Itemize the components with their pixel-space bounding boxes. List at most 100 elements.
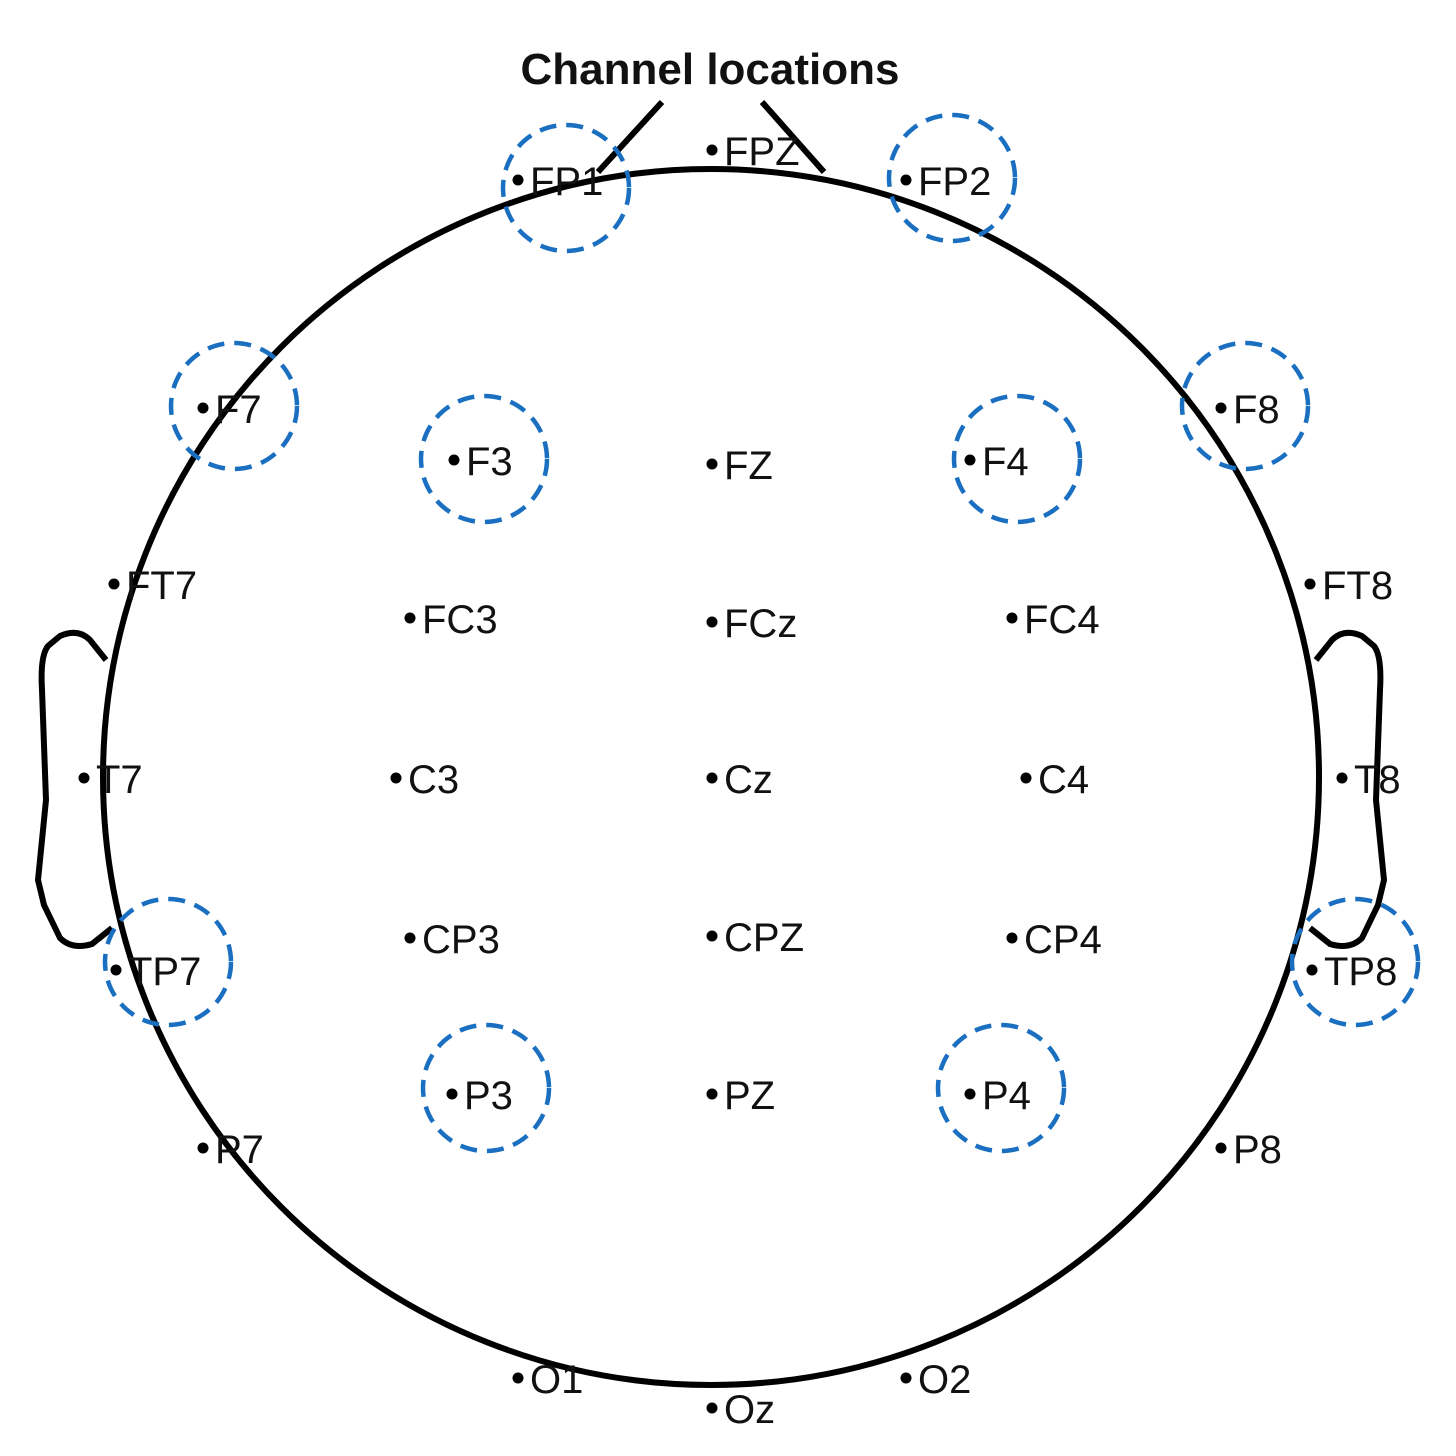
- electrode-dot: [446, 1088, 458, 1100]
- channel-ft8: FT8: [1304, 564, 1393, 608]
- electrode-dot: [900, 1372, 912, 1384]
- channel-f3: F3: [448, 440, 513, 484]
- electrode-dot: [1020, 772, 1032, 784]
- highlight-rings: [102, 112, 1421, 1154]
- electrode-label: C3: [408, 758, 459, 802]
- electrode-label: P3: [464, 1074, 513, 1118]
- electrode-dot: [390, 772, 402, 784]
- electrode-dot: [1006, 612, 1018, 624]
- highlight-ring-tp8: [1289, 896, 1421, 1028]
- channel-p7: P7: [197, 1128, 264, 1172]
- channel-p8: P8: [1215, 1128, 1282, 1172]
- electrode-dot: [78, 772, 90, 784]
- electrode-label: CP3: [422, 918, 500, 962]
- electrode-label: FT7: [126, 564, 197, 608]
- electrode-label: FT8: [1322, 564, 1393, 608]
- channel-cz: Cz: [706, 758, 773, 802]
- head-circle: [100, 166, 1322, 1388]
- electrode-dot: [404, 932, 416, 944]
- channel-tp7: TP7: [110, 950, 201, 994]
- electrode-dot: [964, 454, 976, 466]
- channel-c4: C4: [1020, 758, 1089, 802]
- electrode-label: TP7: [128, 950, 201, 994]
- electrode-dot: [1306, 964, 1318, 976]
- channel-o2: O2: [900, 1358, 971, 1402]
- electrode-dot: [706, 1088, 718, 1100]
- electrode-label: PZ: [724, 1074, 775, 1118]
- channel-ft7: FT7: [108, 564, 197, 608]
- electrode-label: P8: [1233, 1128, 1282, 1172]
- channel-fcz: FCz: [706, 602, 797, 646]
- channel-f4: F4: [964, 440, 1029, 484]
- electrode-dot: [1304, 578, 1316, 590]
- channel-p3: P3: [446, 1074, 513, 1118]
- electrode-label: F7: [215, 388, 262, 432]
- channel-fc3: FC3: [404, 598, 498, 642]
- electrode-label: Oz: [724, 1388, 775, 1432]
- channel-oz: Oz: [706, 1388, 775, 1432]
- electrode-label: O1: [530, 1358, 583, 1402]
- electrode-label: FC4: [1024, 598, 1100, 642]
- electrode-label: O2: [918, 1358, 971, 1402]
- electrode-dot: [1215, 402, 1227, 414]
- electrode-dot: [706, 144, 718, 156]
- electrode-label: T8: [1354, 758, 1401, 802]
- electrode-dot: [108, 578, 120, 590]
- electrode-label: F3: [466, 440, 513, 484]
- electrode-dot: [706, 616, 718, 628]
- electrode-dot: [706, 1402, 718, 1414]
- highlight-ring-tp7: [102, 896, 234, 1028]
- electrode-label: Cz: [724, 758, 773, 802]
- channel-cp4: CP4: [1006, 918, 1102, 962]
- channel-o1: O1: [512, 1358, 583, 1402]
- electrode-dot: [964, 1088, 976, 1100]
- left-ear: [35, 629, 114, 949]
- electrode-dot: [1006, 932, 1018, 944]
- channel-pz: PZ: [706, 1074, 775, 1118]
- electrode-label: FP2: [918, 160, 991, 204]
- electrode-label: T7: [96, 758, 143, 802]
- channel-f7: F7: [197, 388, 262, 432]
- highlight-ring-f4: [951, 393, 1083, 525]
- highlight-ring-fp2: [886, 112, 1018, 244]
- electrode-dot: [448, 454, 460, 466]
- electrode-label: F4: [982, 440, 1029, 484]
- channel-f8: F8: [1215, 388, 1280, 432]
- channel-fc4: FC4: [1006, 598, 1100, 642]
- electrode-label: CPZ: [724, 916, 804, 960]
- electrode-label: FCz: [724, 602, 797, 646]
- channel-c3: C3: [390, 758, 459, 802]
- channel-p4: P4: [964, 1074, 1031, 1118]
- head-outline: [35, 99, 1387, 1388]
- channel-fp2: FP2: [900, 160, 991, 204]
- highlight-ring-f3: [418, 393, 550, 525]
- channel-fz: FZ: [706, 444, 773, 488]
- electrode-label: FZ: [724, 444, 773, 488]
- electrode-dot: [1336, 772, 1348, 784]
- electrode-dot: [512, 174, 524, 186]
- channel-fpz: FPZ: [706, 130, 800, 174]
- electrode-label: F8: [1233, 388, 1280, 432]
- highlight-ring-fp1: [500, 122, 632, 254]
- electrode-dot: [197, 1142, 209, 1154]
- electrode-dot: [512, 1372, 524, 1384]
- electrode-dot: [197, 402, 209, 414]
- electrode-dot: [1215, 1142, 1227, 1154]
- highlight-ring-p4: [935, 1022, 1067, 1154]
- channel-cpz: CPZ: [706, 916, 804, 960]
- electrode-label: P7: [215, 1128, 264, 1172]
- electrode-label: CP4: [1024, 918, 1102, 962]
- electrode-dot: [706, 930, 718, 942]
- electrode-label: C4: [1038, 758, 1089, 802]
- electrode-dot: [404, 612, 416, 624]
- electrode-label: TP8: [1324, 950, 1397, 994]
- electrode-label: FC3: [422, 598, 498, 642]
- electrode-dot: [110, 964, 122, 976]
- channel-t8: T8: [1336, 758, 1401, 802]
- electrode-dot: [706, 772, 718, 784]
- nose-shape: [595, 99, 827, 175]
- electrode-dot: [706, 458, 718, 470]
- electrode-label: P4: [982, 1074, 1031, 1118]
